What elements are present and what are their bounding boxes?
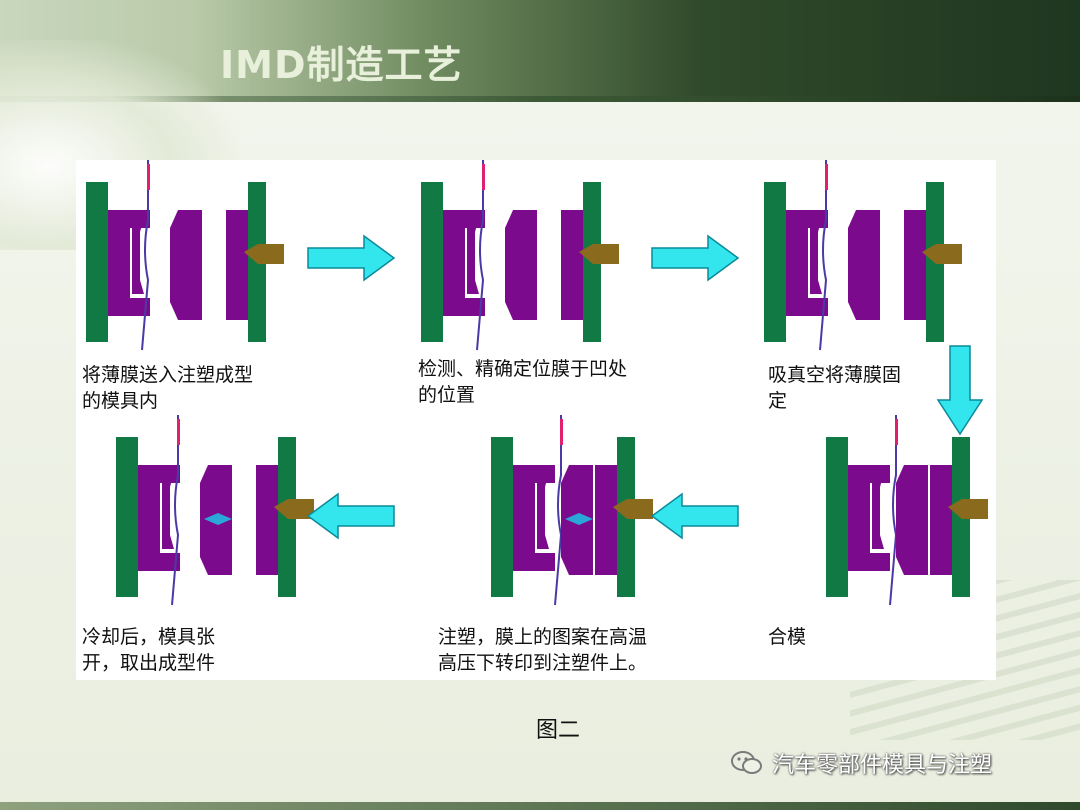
wechat-icon: [731, 751, 762, 774]
brand-text: 汽车零部件模具与注塑: [772, 753, 993, 778]
stage-5-film-mark: [560, 419, 563, 445]
stage-3-left-plate: [764, 182, 786, 342]
arrow-step-4-to-5: [650, 492, 739, 540]
stage-6-film-mark: [177, 419, 180, 445]
figure-label: 图二: [536, 718, 581, 743]
arrow-step-3-to-4: [936, 345, 984, 436]
stage-5-fixed-mold: [595, 465, 617, 575]
stage-4-core-mold: [896, 465, 928, 575]
stage-3-film: [819, 160, 828, 351]
imd-process-diagram: [86, 160, 988, 606]
stage-4-cavity-mold: [848, 465, 890, 571]
stage-1-fixed-mold: [226, 210, 248, 320]
stage-2-film: [476, 160, 485, 351]
stage-1-cavity-mold: [108, 210, 150, 316]
stage-2-cavity-mold: [443, 210, 485, 316]
stage-1-core-mold: [170, 210, 202, 320]
stage-6-fixed-mold: [256, 465, 278, 575]
stage-4-fixed-mold: [930, 465, 952, 575]
stage-6-nozzle: [274, 499, 314, 519]
arrow-step-2-to-3: [651, 234, 740, 282]
stage-2-core-mold: [505, 210, 537, 320]
stage-4-left-plate: [826, 437, 848, 597]
step-1-caption: 将薄膜送入注塑成型 的模具内: [82, 364, 254, 412]
stage-5-left-plate: [491, 437, 513, 597]
step-4-caption: 合模: [768, 626, 807, 648]
stage-6-left-plate: [116, 437, 138, 597]
stage-4-film: [889, 415, 898, 606]
stage-3-cavity-mold: [786, 210, 828, 316]
stage-2-fixed-mold: [561, 210, 583, 320]
stage-1-cavity-insert: [132, 218, 144, 294]
stage-2-left-plate: [421, 182, 443, 342]
arrow-step-1-to-2: [307, 234, 396, 282]
stage-2-nozzle: [579, 244, 619, 264]
arrow-step-5-to-6: [306, 492, 395, 540]
slide-title: IMD制造工艺: [220, 43, 463, 87]
stage-3-nozzle: [922, 244, 962, 264]
stage-1-left-plate: [86, 182, 108, 342]
stage-5-resin: [565, 513, 593, 525]
step-2-caption: 检测、精确定位膜于凹处 的位置: [418, 358, 628, 406]
stage-6-cavity-insert: [162, 473, 174, 549]
stage-6-cavity-mold: [138, 465, 180, 571]
step-6-caption: 冷却后，模具张 开，取出成型件: [82, 626, 216, 674]
step-5-caption: 注塑，膜上的图案在高温 高压下转印到注塑件上。: [438, 626, 648, 674]
stage-1-film-mark: [147, 164, 150, 190]
stage-5-cavity-insert: [537, 473, 549, 549]
stage-5-nozzle: [613, 499, 653, 519]
stage-1-nozzle: [244, 244, 284, 264]
stage-6-resin: [204, 513, 232, 525]
stage-1-film: [141, 160, 150, 351]
stage-2-film-mark: [482, 164, 485, 190]
header-divider: [0, 96, 1080, 102]
stage-4-film-mark: [895, 419, 898, 445]
stage-6-film: [171, 415, 180, 606]
stage-3-cavity-insert: [810, 218, 822, 294]
footer-band: [0, 802, 1080, 810]
stage-2-cavity-insert: [467, 218, 479, 294]
stage-4-nozzle: [948, 499, 988, 519]
stage-3-film-mark: [825, 164, 828, 190]
stage-5-cavity-mold: [513, 465, 555, 571]
step-3-caption: 吸真空将薄膜固 定: [768, 364, 902, 412]
stage-5-film: [554, 415, 563, 606]
stage-3-core-mold: [848, 210, 880, 320]
brand-watermark: 汽车零部件模具与注塑: [730, 748, 992, 778]
stage-3-fixed-mold: [904, 210, 926, 320]
stage-4-cavity-insert: [872, 473, 884, 549]
